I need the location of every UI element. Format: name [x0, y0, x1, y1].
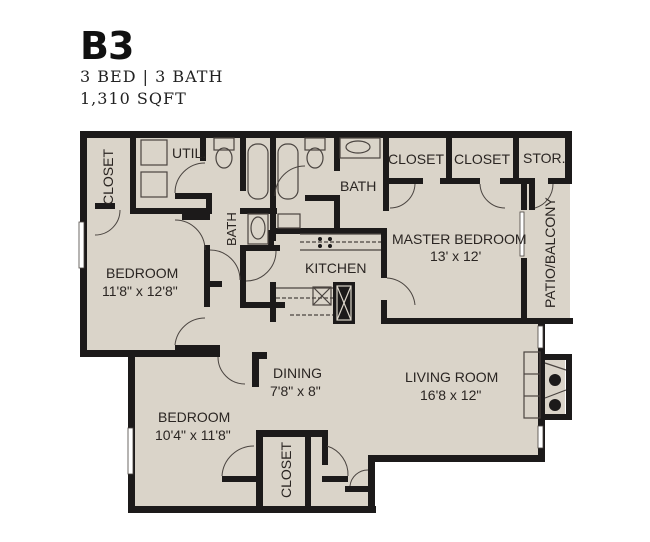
sink-icon [250, 216, 266, 240]
fixtures [140, 137, 567, 419]
label-bedroom-1: BEDROOM [106, 265, 178, 281]
washer-icon [140, 139, 168, 166]
sliding-door-icon [519, 211, 525, 257]
toilet-icon [215, 147, 233, 169]
label-bedroom-2: BEDROOM [158, 409, 230, 425]
label-dining-size: 7'8" x 8" [270, 383, 321, 399]
floor-area [80, 133, 570, 510]
sink-icon [345, 140, 371, 154]
label-bath-master: BATH [340, 178, 376, 194]
plan-name: B3 [80, 24, 134, 68]
label-storage: STOR. [523, 150, 566, 166]
refrigerator-icon [336, 285, 352, 321]
bathtub-icon [247, 143, 269, 200]
label-closet-master-2: CLOSET [454, 151, 510, 167]
stove-burners [318, 237, 561, 411]
label-master-bedroom-size: 13' x 12' [430, 248, 481, 264]
label-master-bedroom: MASTER BEDROOM [392, 231, 527, 247]
label-living-room: LIVING ROOM [405, 369, 498, 385]
square-footage: 1,310 SQFT [80, 89, 187, 108]
label-closet-bottom: CLOSET [278, 442, 294, 498]
label-bedroom-2-size: 10'4" x 11'8" [155, 427, 231, 443]
label-util: UTIL. [172, 145, 206, 161]
fireplace-log-icon [549, 374, 561, 386]
plan-header: B3 3 BED | 3 BATH 1,310 SQFT [80, 26, 223, 110]
stove-icon [312, 286, 332, 306]
beds-baths: 3 BED | 3 BATH [80, 67, 224, 86]
window-icon [78, 221, 85, 269]
label-kitchen: KITCHEN [305, 260, 366, 276]
window-icon [537, 425, 544, 449]
toilet-icon [306, 147, 324, 169]
window-icon [537, 325, 544, 349]
label-patio: PATIO/BALCONY [542, 197, 558, 308]
bathtub-icon [277, 143, 299, 200]
dryer-icon [140, 171, 168, 198]
label-bath-left: BATH [224, 212, 239, 246]
label-living-room-size: 16'8 x 12" [420, 387, 481, 403]
label-bedroom-1-size: 11'8" x 12'8" [102, 283, 178, 299]
label-dining: DINING [273, 365, 322, 381]
label-closet-left: CLOSET [100, 149, 116, 205]
fireplace-log-icon [549, 399, 561, 411]
label-closet-master-1: CLOSET [388, 151, 444, 167]
window-icon [127, 427, 134, 475]
windows [78, 211, 544, 475]
doors [94, 162, 554, 487]
